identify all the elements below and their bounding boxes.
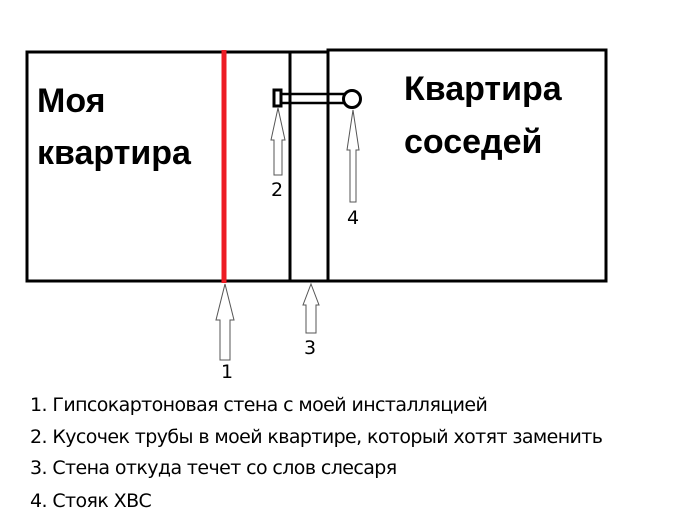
- marker-3: 3: [304, 337, 316, 359]
- legend-item-1: 1. Гипсокартоновая стена с моей инсталля…: [30, 394, 488, 416]
- arrow-4: [346, 109, 360, 203]
- legend-item-3: 3. Стена откуда течет со слов слесаря: [30, 457, 397, 479]
- arrow-2: [270, 107, 286, 176]
- neighbor-label-line1: Квартира: [404, 70, 563, 108]
- neighbor-apartment-box: [326, 48, 608, 283]
- my-apartment-label-line2: квартира: [37, 134, 192, 172]
- my-apartment-label-line1: Моя: [37, 82, 105, 120]
- arrow-3: [302, 282, 320, 334]
- wall-3: [288, 50, 330, 283]
- neighbor-label-line2: соседей: [404, 123, 542, 161]
- marker-2: 2: [271, 179, 283, 201]
- legend-item-4: 4. Стояк ХВС: [30, 490, 152, 512]
- marker-1: 1: [221, 361, 233, 383]
- legend-item-2: 2. Кусочек трубы в моей квартире, которы…: [30, 426, 603, 448]
- riser-circle: [342, 89, 362, 109]
- marker-4: 4: [347, 207, 359, 229]
- arrow-1: [215, 283, 235, 361]
